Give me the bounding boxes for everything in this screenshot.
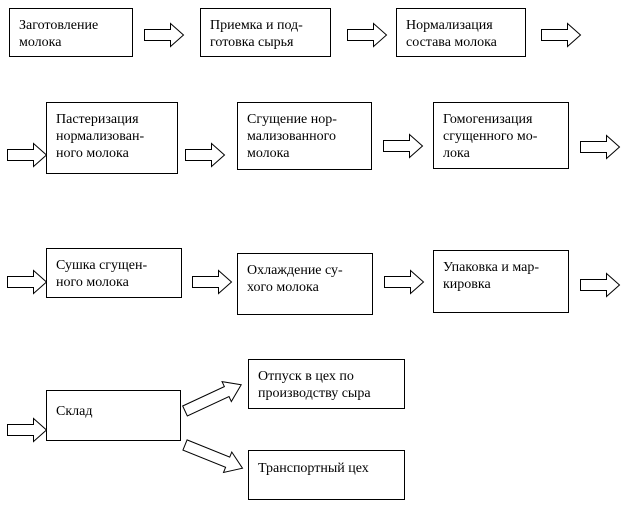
right-arrow-icon (384, 269, 425, 295)
step-label-line: Гомогенизация (443, 112, 533, 127)
output-label-line: Отпуск в цех по (258, 369, 354, 384)
right-arrow-icon (192, 269, 233, 295)
step-label-line: ного молока (56, 146, 129, 161)
diagonal-up-arrow-icon (182, 380, 242, 417)
step-label-line: готовка сырья (210, 35, 294, 50)
step-label-line: Упаковка и мар- (443, 260, 540, 275)
step-label-line: сгущенного мо- (443, 129, 538, 144)
output-box-transport-shop: Транспортный цех (248, 450, 405, 500)
step-box-warehouse: Склад (46, 390, 181, 441)
step-label-line: Пастеризация (56, 112, 139, 127)
diagonal-down-arrow-icon (182, 439, 244, 474)
step-label-line: кировка (443, 277, 491, 292)
step-label-line: нормализован- (56, 129, 145, 144)
right-arrow-icon (7, 269, 48, 295)
right-arrow-icon (7, 417, 48, 443)
step-label-line: Склад (56, 404, 93, 419)
right-arrow-icon (580, 134, 621, 160)
right-arrow-icon (541, 22, 582, 48)
step-label-line: ного молока (56, 275, 129, 290)
step-label-line: Сгущение нор- (247, 112, 337, 127)
right-arrow-icon (144, 22, 185, 48)
step-box-condensation: Сгущение нор- мализованного молока (237, 102, 372, 170)
step-box-cooling: Охлаждение су- хого молока (237, 253, 373, 315)
right-arrow-icon (347, 22, 388, 48)
step-label-line: молока (247, 146, 290, 161)
step-box-packaging: Упаковка и мар- кировка (433, 250, 569, 313)
output-box-cheese-shop: Отпуск в цех по производству сыра (248, 359, 405, 409)
output-label-line: производству сыра (258, 386, 371, 401)
step-box-milk-procurement: Заготовление молока (9, 8, 133, 57)
step-label-line: хого молока (247, 280, 319, 295)
step-label-line: Сушка сгущен- (56, 258, 148, 273)
right-arrow-icon (580, 272, 621, 298)
right-arrow-icon (185, 142, 226, 168)
step-label-line: мализованного (247, 129, 337, 144)
step-label-line: Заготовление (19, 18, 99, 33)
step-label-line: Нормализация (406, 18, 493, 33)
step-label-line: Приемка и под- (210, 18, 303, 33)
step-label-line: лока (443, 146, 470, 161)
step-box-drying: Сушка сгущен- ного молока (46, 248, 182, 298)
step-box-raw-reception: Приемка и под- готовка сырья (200, 8, 331, 57)
output-label-line: Транспортный цех (258, 461, 369, 476)
step-label-line: молока (19, 35, 62, 50)
step-label-line: состава молока (406, 35, 497, 50)
step-box-pasteurization: Пастеризация нормализован- ного молока (46, 102, 178, 174)
step-label-line: Охлаждение су- (247, 263, 343, 278)
right-arrow-icon (7, 142, 48, 168)
step-box-normalization: Нормализация состава молока (396, 8, 526, 57)
right-arrow-icon (383, 133, 424, 159)
step-box-homogenization: Гомогенизация сгущенного мо- лока (433, 102, 569, 169)
